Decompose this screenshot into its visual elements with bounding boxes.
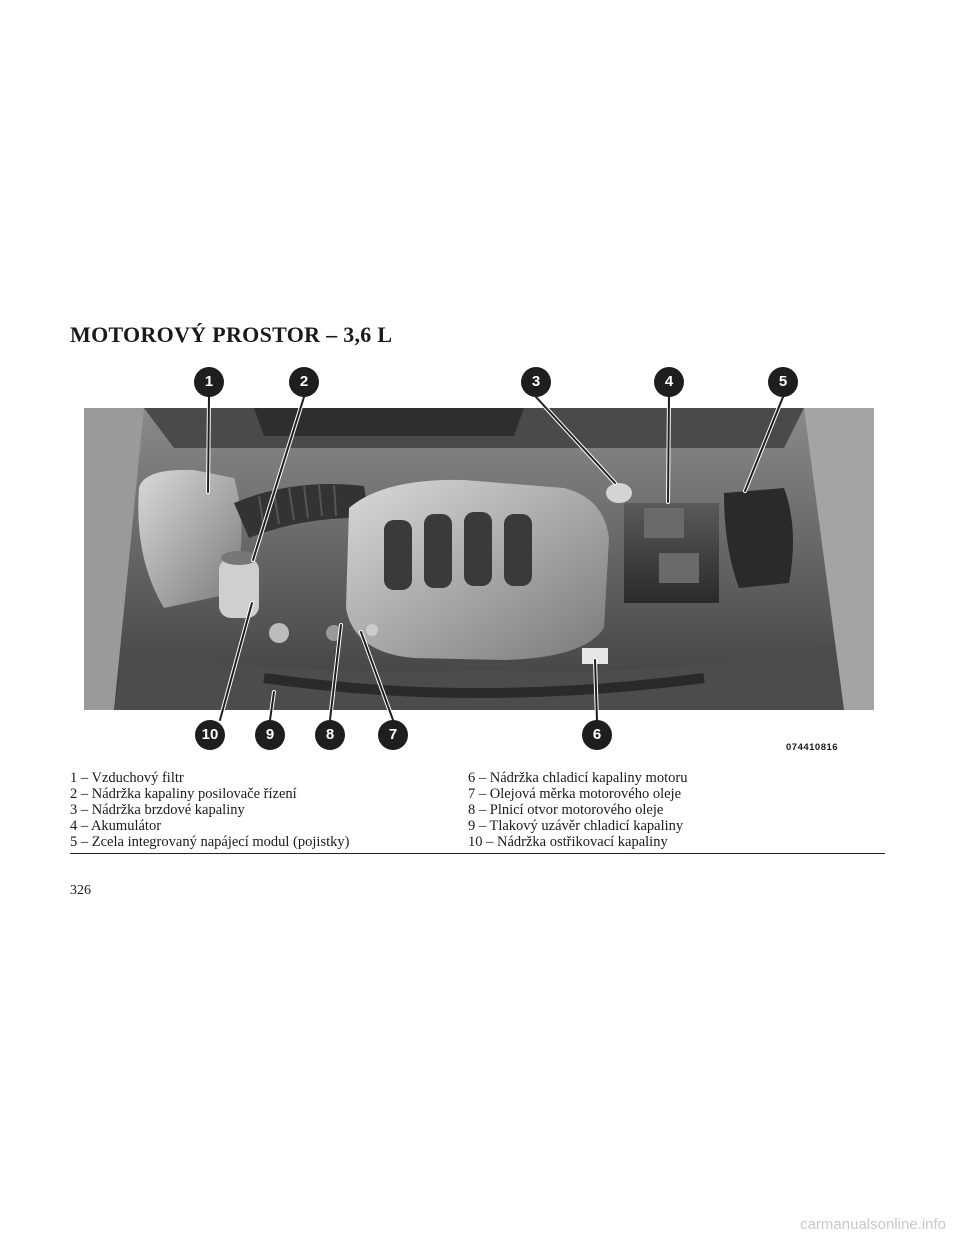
callout-9: 9 xyxy=(255,720,285,750)
divider-rule xyxy=(70,853,885,854)
engine-illustration xyxy=(84,408,874,710)
page-number: 326 xyxy=(70,883,91,898)
legend-item: 6 – Nádržka chladicí kapaliny motoru xyxy=(468,770,688,786)
figure-code: 074410816 xyxy=(786,742,839,753)
legend-item: 10 – Nádržka ostřikovací kapaliny xyxy=(468,834,668,850)
legend-item: 2 – Nádržka kapaliny posilovače řízení xyxy=(70,786,297,802)
watermark: carmanualsonline.info xyxy=(800,1216,946,1233)
callout-7: 7 xyxy=(378,720,408,750)
legend-item: 3 – Nádržka brzdové kapaliny xyxy=(70,802,245,818)
callout-leaders xyxy=(206,395,785,722)
callout-10: 10 xyxy=(195,720,225,750)
engine-compartment-figure: 1 2 3 4 5 10 9 8 7 6 074410816 xyxy=(60,360,900,760)
page-title: MOTOROVÝ PROSTOR – 3,6 L xyxy=(70,322,393,347)
legend-column-right: 6 – Nádržka chladicí kapaliny motoru 7 –… xyxy=(468,770,687,850)
callout-5: 5 xyxy=(768,367,798,397)
legend-item: 9 – Tlakový uzávěr chladicí kapaliny xyxy=(468,818,684,834)
callout-3: 3 xyxy=(521,367,551,397)
legend-item: 8 – Plnicí otvor motorového oleje xyxy=(468,802,664,818)
legend-column-left: 1 – Vzduchový filtr 2 – Nádržka kapaliny… xyxy=(70,770,349,850)
engine-photo xyxy=(84,408,874,710)
callout-1: 1 xyxy=(194,367,224,397)
callout-4: 4 xyxy=(654,367,684,397)
callout-2: 2 xyxy=(289,367,319,397)
legend-item: 7 – Olejová měrka motorového oleje xyxy=(468,786,682,802)
legend-item: 5 – Zcela integrovaný napájecí modul (po… xyxy=(70,834,350,850)
legend-item: 1 – Vzduchový filtr xyxy=(70,770,184,786)
callout-8: 8 xyxy=(315,720,345,750)
callout-6: 6 xyxy=(582,720,612,750)
legend-item: 4 – Akumulátor xyxy=(70,818,162,834)
